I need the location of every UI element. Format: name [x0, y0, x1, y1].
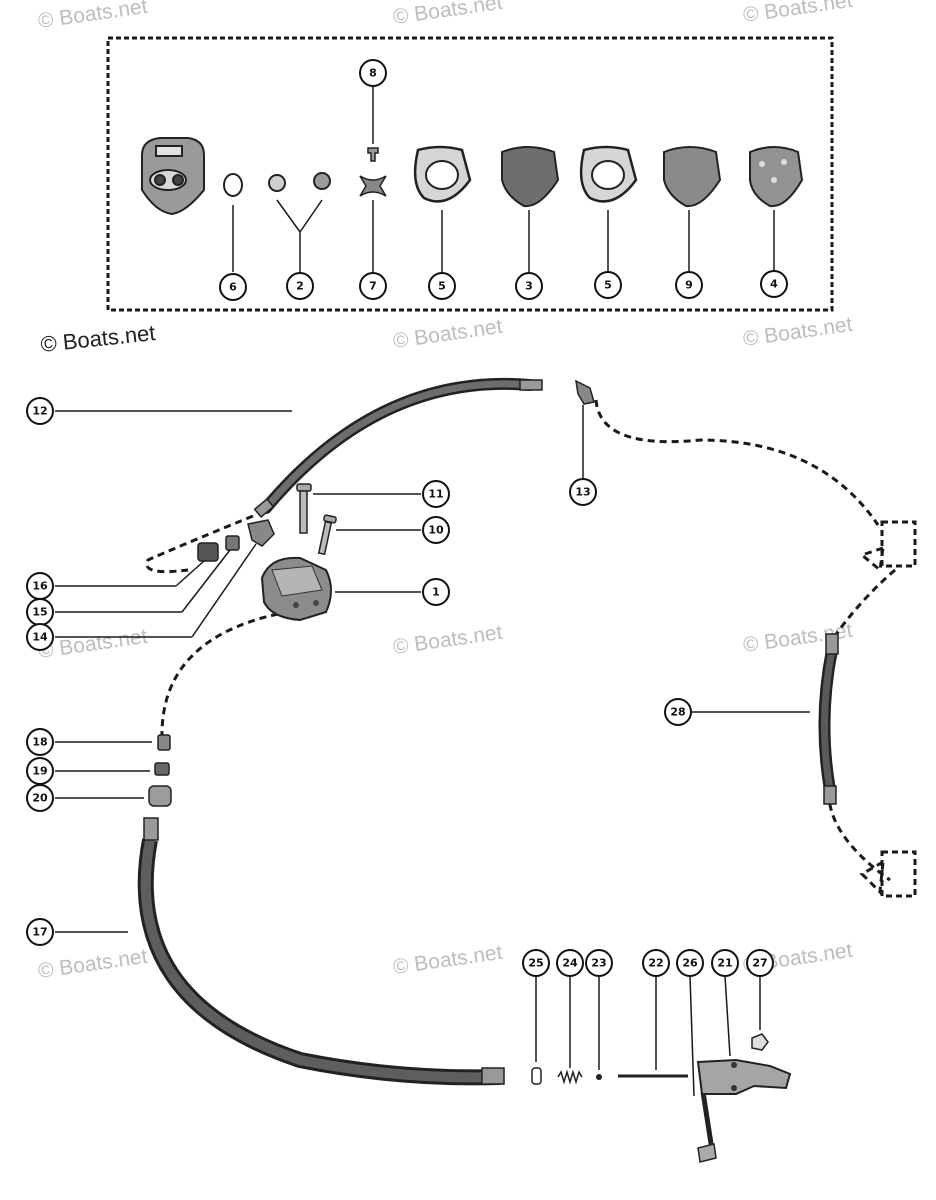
diaphragm-part — [501, 146, 560, 208]
svg-text:19: 19 — [32, 765, 47, 778]
dashed-lines — [145, 399, 896, 896]
svg-text:22: 22 — [648, 957, 663, 970]
callout-28: 28 — [664, 698, 692, 726]
callout-2: 2 — [286, 272, 314, 300]
callout-21: 21 — [711, 949, 739, 977]
callout-6: 6 — [219, 273, 247, 301]
svg-text:3: 3 — [525, 280, 533, 293]
fuel-pump-1-part — [260, 556, 332, 622]
svg-text:14: 14 — [32, 631, 48, 644]
tank-fitting-upper — [880, 520, 917, 568]
elbow-13-part — [575, 379, 595, 405]
screw-part — [367, 147, 379, 162]
o-ring-part — [223, 173, 243, 197]
svg-text:20: 20 — [32, 792, 48, 805]
callout-15: 15 — [26, 598, 54, 626]
part-25 — [531, 1067, 542, 1085]
spring-24-part — [557, 1069, 583, 1085]
check-valve-part — [268, 174, 286, 192]
callout-9: 9 — [675, 271, 703, 299]
callout-12: 12 — [26, 397, 54, 425]
svg-text:8: 8 — [369, 67, 377, 80]
callout-26: 26 — [676, 949, 704, 977]
valve-body-21-part — [696, 1058, 792, 1095]
svg-text:12: 12 — [32, 405, 47, 418]
svg-text:6: 6 — [229, 281, 237, 294]
callout-24: 24 — [556, 949, 584, 977]
callout-27: 27 — [746, 949, 774, 977]
callout-1: 1 — [422, 578, 450, 606]
fitting-15-part — [225, 535, 240, 551]
plate-part — [749, 146, 804, 208]
svg-text:28: 28 — [670, 706, 685, 719]
callout-22: 22 — [642, 949, 670, 977]
bolt-26-part — [697, 1091, 717, 1163]
svg-text:5: 5 — [438, 280, 446, 293]
callout-16: 16 — [26, 572, 54, 600]
svg-text:24: 24 — [562, 957, 578, 970]
svg-text:2: 2 — [296, 280, 304, 293]
callout-7: 7 — [359, 272, 387, 300]
svg-text:27: 27 — [752, 957, 767, 970]
gasket-part — [413, 145, 472, 203]
cover-part — [663, 146, 722, 208]
callout-4: 4 — [760, 270, 788, 298]
callout-17: 17 — [26, 918, 54, 946]
ball-23-part — [596, 1074, 602, 1080]
check-valve-part — [313, 172, 331, 190]
fitting-20-part — [148, 785, 172, 807]
callout-19: 19 — [26, 757, 54, 785]
retainer-part — [359, 175, 387, 197]
tank-fitting-lower — [880, 850, 917, 898]
svg-text:21: 21 — [717, 957, 732, 970]
hose-17-part — [137, 817, 505, 1086]
svg-text:7: 7 — [369, 280, 377, 293]
callout-5: 5 — [428, 272, 456, 300]
callout-18: 18 — [26, 728, 54, 756]
callout-8: 8 — [359, 59, 387, 87]
svg-text:18: 18 — [32, 736, 47, 749]
svg-text:4: 4 — [770, 278, 778, 291]
hose-12-part — [253, 377, 543, 519]
svg-text:17: 17 — [32, 926, 47, 939]
callout-3: 3 — [515, 272, 543, 300]
fitting-18-part — [157, 734, 171, 751]
screw-10-part — [317, 514, 337, 556]
fitting-16-part — [197, 542, 219, 562]
svg-text:13: 13 — [575, 486, 590, 499]
fitting-19-part — [154, 762, 170, 776]
svg-text:1: 1 — [432, 586, 440, 599]
screw-11-part — [296, 483, 312, 534]
svg-text:11: 11 — [428, 488, 443, 501]
svg-text:16: 16 — [32, 580, 48, 593]
svg-text:25: 25 — [528, 957, 543, 970]
kit-leader-lines — [232, 86, 775, 272]
svg-text:26: 26 — [682, 957, 698, 970]
pump-body-part — [141, 137, 205, 216]
callout-11: 11 — [422, 480, 450, 508]
svg-text:15: 15 — [32, 606, 47, 619]
gasket-part — [579, 145, 638, 203]
nut-27-part — [751, 1033, 769, 1051]
callout-20: 20 — [26, 784, 54, 812]
svg-text:5: 5 — [604, 279, 612, 292]
callout-14: 14 — [26, 623, 54, 651]
fitting-14-part — [247, 519, 275, 547]
callout-13: 13 — [569, 478, 597, 506]
callout-10: 10 — [422, 516, 450, 544]
callout-23: 23 — [585, 949, 613, 977]
kit-dashed-box — [106, 36, 834, 312]
svg-text:10: 10 — [428, 524, 444, 537]
main-leader-lines — [55, 405, 810, 1097]
callout-5: 5 — [594, 271, 622, 299]
hose-28-part — [818, 633, 839, 805]
svg-text:23: 23 — [591, 957, 606, 970]
callout-25: 25 — [522, 949, 550, 977]
svg-text:9: 9 — [685, 279, 693, 292]
